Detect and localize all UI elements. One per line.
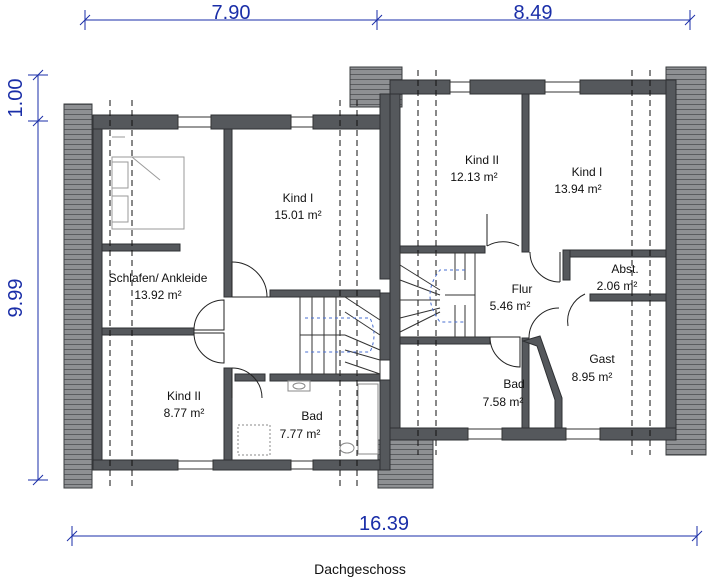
dim-left-upper: 1.00: [5, 79, 27, 118]
room-name-kind2-left: Kind II: [167, 389, 201, 403]
room-label-bad-right: Bad 7.58 m²: [483, 377, 525, 409]
left-staircase: [299, 296, 381, 375]
dim-left-main: 9.99: [5, 279, 27, 318]
right-staircase: [399, 252, 476, 338]
dim-top-right: 8.49: [514, 2, 553, 24]
roof-slope-lines: [109, 70, 651, 490]
room-name-gast: Gast: [589, 352, 615, 366]
room-label-kind2-right: Kind II 12.13 m²: [450, 153, 499, 184]
room-label-bad-left: Bad 7.77 m²: [280, 409, 323, 441]
room-area-schlafen: 13.92 m²: [134, 288, 181, 302]
dimension-lines: [28, 10, 703, 546]
room-area-gast: 8.95 m²: [572, 370, 613, 384]
room-label-flur: Flur 5.46 m²: [490, 282, 533, 313]
room-label-gast: Gast 8.95 m²: [572, 352, 616, 384]
dim-bottom-total: 16.39: [359, 513, 409, 535]
room-area-kind1-left: 15.01 m²: [274, 208, 321, 222]
room-name-kind1-right: Kind I: [572, 165, 603, 179]
plan-caption: Dachgeschoss: [314, 561, 406, 577]
room-label-schlafen: Schlafen/ Ankleide 13.92 m²: [109, 271, 208, 302]
doors: [193, 214, 586, 399]
room-name-bad-right: Bad: [503, 377, 524, 391]
room-name-kind1-left: Kind I: [283, 191, 314, 205]
room-area-kind2-left: 8.77 m²: [164, 406, 205, 420]
room-name-schlafen: Schlafen/ Ankleide: [109, 271, 208, 285]
bathroom-fixtures: [237, 380, 379, 456]
room-name-kind2-right: Kind II: [465, 153, 499, 167]
room-name-flur: Flur: [512, 282, 533, 296]
room-area-flur: 5.46 m²: [490, 299, 531, 313]
windows: [177, 81, 601, 470]
room-name-bad-left: Bad: [301, 409, 322, 423]
room-area-bad-left: 7.77 m²: [280, 427, 321, 441]
room-area-kind1-right: 13.94 m²: [554, 182, 601, 196]
room-area-bad-right: 7.58 m²: [483, 395, 524, 409]
room-label-kind2-left: Kind II 8.77 m²: [164, 389, 205, 420]
walls: [92, 79, 677, 471]
dim-top-left: 7.90: [212, 2, 251, 24]
room-area-abst: 2.06 m²: [597, 279, 638, 293]
room-label-kind1-right: Kind I 13.94 m²: [554, 165, 602, 196]
room-label-kind1-left: Kind I 15.01 m²: [274, 191, 321, 222]
room-name-abst: Abst.: [611, 262, 638, 276]
bed-furniture: [111, 136, 185, 230]
angled-wall: [521, 335, 563, 429]
room-area-kind2-right: 12.13 m²: [450, 170, 497, 184]
roof-eaves: [63, 66, 707, 489]
room-label-abst: Abst. 2.06 m²: [597, 262, 639, 293]
